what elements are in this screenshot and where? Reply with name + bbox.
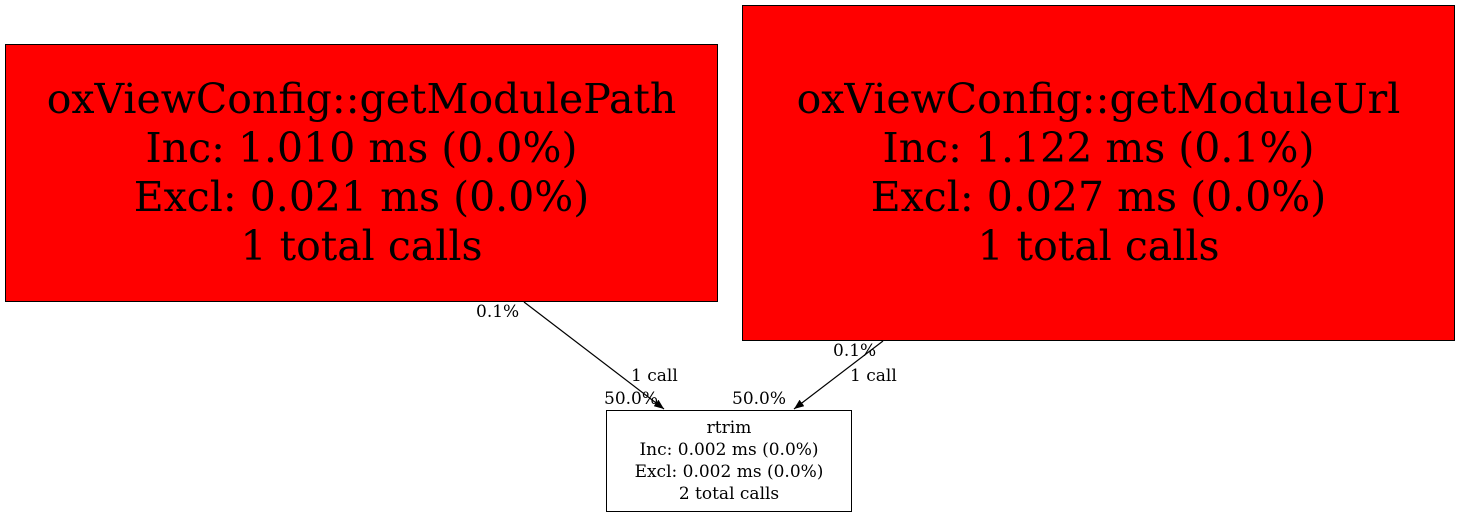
edge-tail-label: 0.1% xyxy=(833,341,876,361)
edge-line-getmoduleurl-rtrim xyxy=(793,340,884,410)
edge-call-label: 1 call xyxy=(850,366,897,386)
edge-tail-label: 0.1% xyxy=(476,302,519,322)
node-inclusive-time: Inc: 1.010 ms (0.0%) xyxy=(145,124,578,172)
edge-line-getmodulepath-rtrim xyxy=(523,301,665,410)
node-rtrim[interactable]: rtrim Inc: 0.002 ms (0.0%) Excl: 0.002 m… xyxy=(606,410,852,512)
node-inclusive-time: Inc: 0.002 ms (0.0%) xyxy=(639,440,819,460)
node-title: oxViewConfig::getModulePath xyxy=(46,75,677,123)
node-inclusive-time: Inc: 1.122 ms (0.1%) xyxy=(882,124,1315,172)
edge-head-label: 50.0% xyxy=(604,389,658,409)
node-exclusive-time: Excl: 0.027 ms (0.0%) xyxy=(870,173,1327,221)
node-title: oxViewConfig::getModuleUrl xyxy=(796,75,1401,123)
node-call-count: 1 total calls xyxy=(977,222,1220,270)
node-call-count: 2 total calls xyxy=(678,484,780,504)
node-call-count: 1 total calls xyxy=(240,222,483,270)
node-exclusive-time: Excl: 0.002 ms (0.0%) xyxy=(634,462,824,482)
node-getmodulepath[interactable]: oxViewConfig::getModulePath Inc: 1.010 m… xyxy=(5,44,718,302)
edge-call-label: 1 call xyxy=(631,366,678,386)
node-title: rtrim xyxy=(706,418,752,438)
edge-head-label: 50.0% xyxy=(732,389,786,409)
node-getmoduleurl[interactable]: oxViewConfig::getModuleUrl Inc: 1.122 ms… xyxy=(742,5,1455,341)
node-exclusive-time: Excl: 0.021 ms (0.0%) xyxy=(133,173,590,221)
